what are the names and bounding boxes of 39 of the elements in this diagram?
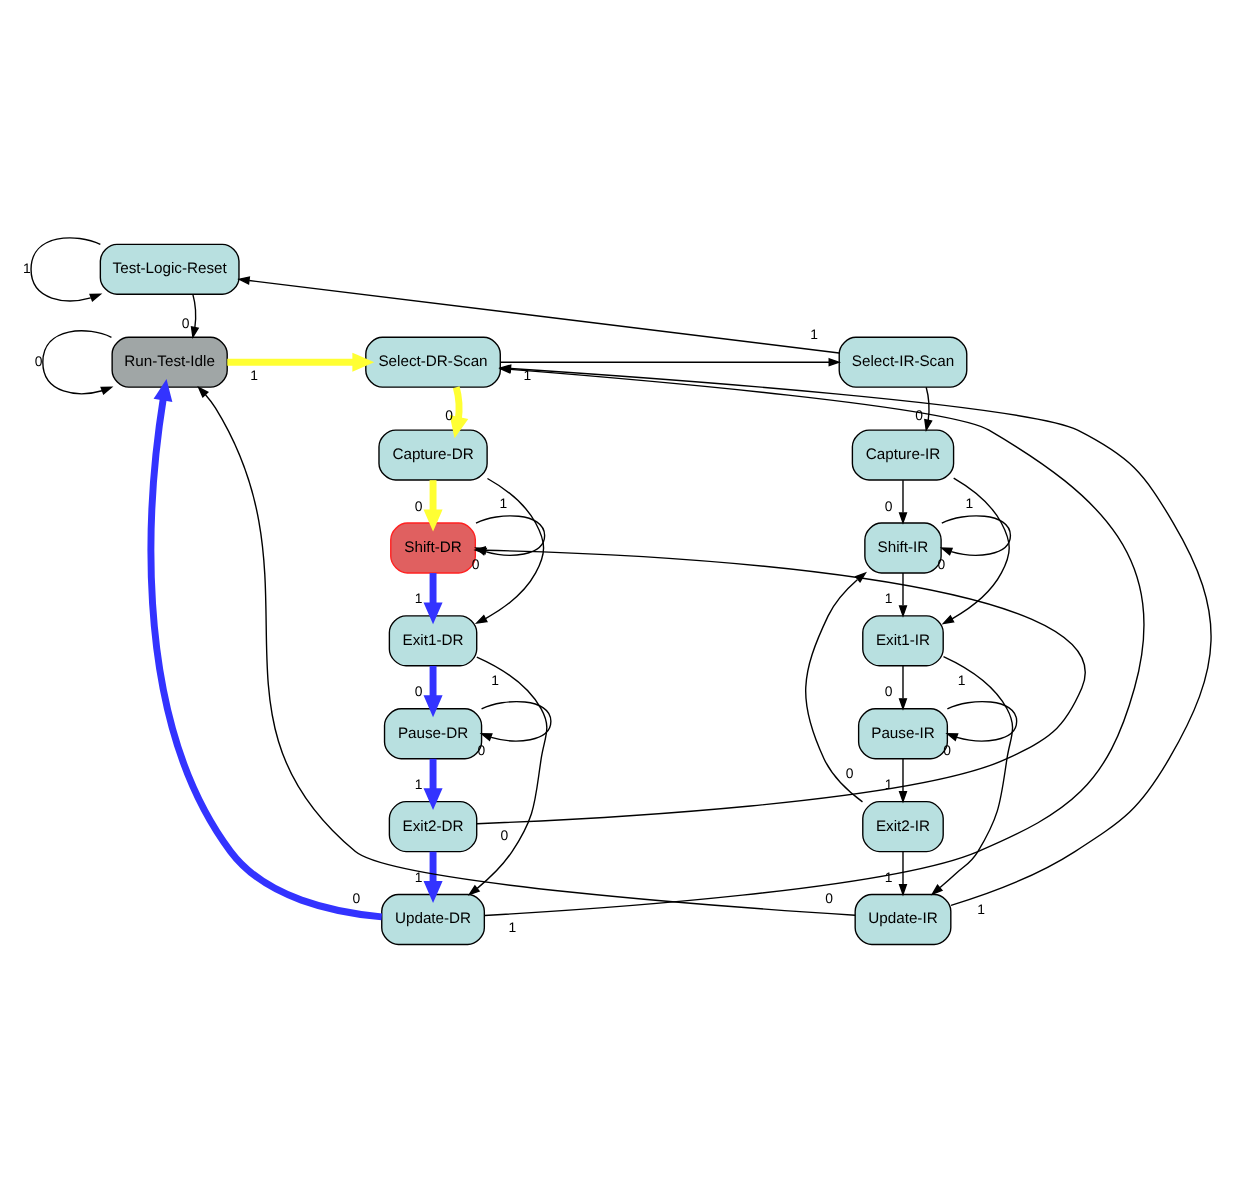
- arrow: [190, 293, 200, 340]
- arrow: [945, 700, 1018, 742]
- arrow: [423, 851, 443, 903]
- arrow: [449, 386, 469, 439]
- node-box: Exit1-IR: [862, 615, 944, 667]
- arrow: [197, 385, 856, 916]
- arrow: [479, 700, 552, 742]
- node-box: Exit1-DR: [388, 615, 478, 667]
- arrow: [423, 665, 443, 718]
- node-box: Exit2-DR: [388, 800, 478, 853]
- arrow: [423, 573, 443, 625]
- arrow: [227, 352, 375, 372]
- node-box: Select-IR-Scan: [838, 336, 968, 388]
- arrow: [898, 479, 908, 525]
- arrow: [42, 330, 114, 395]
- node-box: Capture-DR: [378, 429, 488, 481]
- arrow: [423, 480, 443, 532]
- arrow: [30, 237, 103, 303]
- arrow: [499, 357, 842, 367]
- node-box: Update-DR: [381, 893, 486, 946]
- node-box: Run-Test-Idle: [111, 336, 228, 388]
- node-box: Capture-IR: [851, 429, 955, 481]
- arrow: [898, 572, 908, 618]
- arrow: [898, 758, 908, 804]
- arrow: [939, 515, 1012, 556]
- arrow: [467, 656, 548, 896]
- arrow: [237, 276, 840, 354]
- node-box: Test-Logic-Reset: [99, 243, 240, 295]
- node-box: Select-DR-Scan: [365, 336, 501, 388]
- arrow: [924, 386, 933, 432]
- arrow: [147, 378, 383, 921]
- arrow: [423, 758, 443, 811]
- arrow: [898, 851, 908, 897]
- arrow: [805, 571, 867, 803]
- node-box: Update-IR: [854, 893, 952, 946]
- arrow: [941, 477, 1010, 625]
- node-box: Exit2-IR: [862, 800, 944, 853]
- arrow: [930, 656, 1014, 896]
- arrow: [898, 665, 908, 711]
